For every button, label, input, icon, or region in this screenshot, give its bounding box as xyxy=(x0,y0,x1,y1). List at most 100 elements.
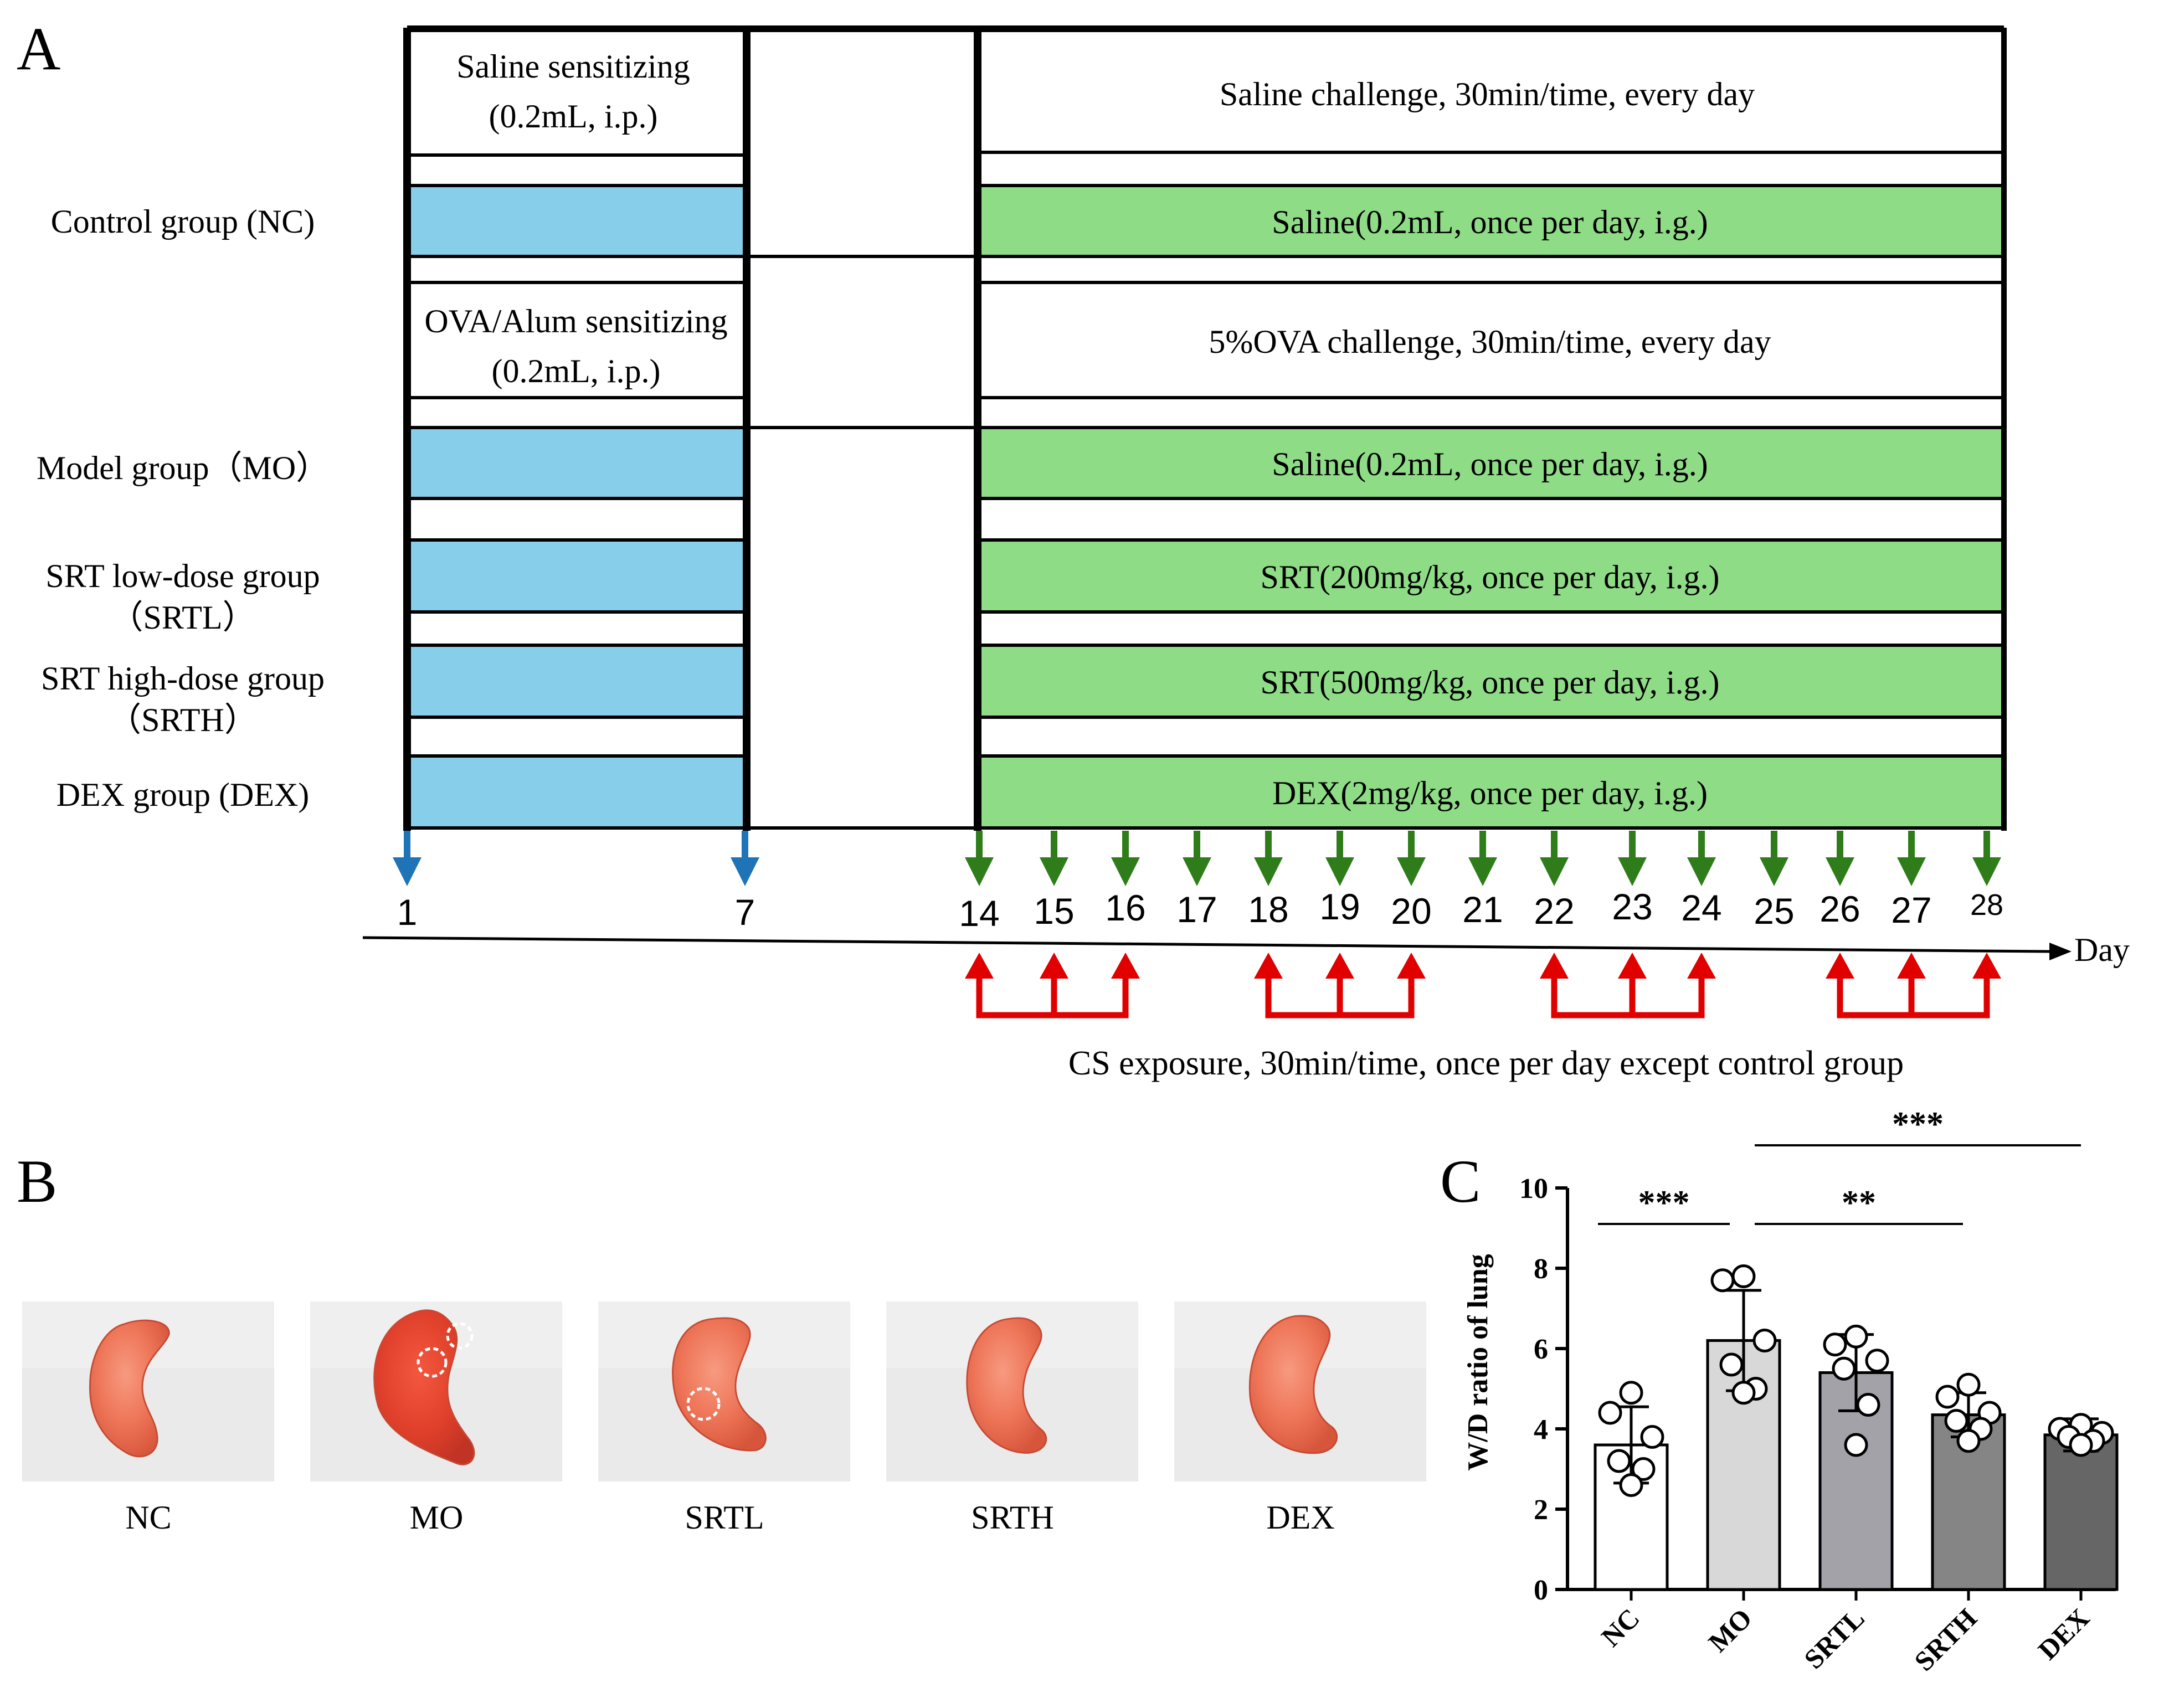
group-label-srth: SRT high-dose group xyxy=(41,660,325,697)
ova-sensitizing-line1: OVA/Alum sensitizing xyxy=(424,303,727,339)
group-label-dex: DEX group (DEX) xyxy=(56,776,310,813)
data-point-nc xyxy=(1631,1457,1656,1481)
day-label-26: 26 xyxy=(1820,888,1860,929)
day-arrows xyxy=(393,831,2001,886)
group-label-srth: （SRTH） xyxy=(108,702,258,738)
panel-a: A Saline sensitizing (0.2mL, i.p.) Salin… xyxy=(17,15,2130,1082)
treatment-arrow-day-28 xyxy=(1972,831,2001,886)
day-label-18: 18 xyxy=(1248,889,1288,930)
day-label-16: 16 xyxy=(1105,887,1145,928)
y-axis-title: W/D ratio of lung xyxy=(1462,1254,1494,1470)
lung-tissue xyxy=(1248,1315,1338,1454)
lung-photo-srth xyxy=(886,1301,1138,1481)
sensitization-bar-srtl xyxy=(407,540,747,612)
data-point-dex xyxy=(2069,1433,2093,1457)
x-tick-label-mo: MO xyxy=(1702,1602,1757,1658)
y-tick-label: 10 xyxy=(1519,1173,1548,1205)
saline-challenge-text: Saline challenge, 30min/time, every day xyxy=(1220,76,1755,112)
sensitization-arrow-day-1 xyxy=(393,831,422,886)
day-axis-label: Day xyxy=(2074,932,2130,968)
treatment-arrow-day-27 xyxy=(1897,831,1926,886)
group-label-mo: Model group（MO） xyxy=(37,450,329,486)
data-point-mo xyxy=(1731,1264,1756,1288)
treatment-arrow-day-17 xyxy=(1183,831,1211,886)
data-point-mo xyxy=(1731,1381,1756,1405)
data-point-srtl xyxy=(1844,1433,1868,1457)
x-tick-label-srth: SRTH xyxy=(1908,1602,1983,1677)
cs-exposure-bracket-3 xyxy=(1540,953,1716,1018)
data-point-srtl xyxy=(1844,1324,1868,1349)
day-label-22: 22 xyxy=(1534,891,1574,932)
day-label-21: 21 xyxy=(1462,889,1503,930)
treatment-arrow-day-14 xyxy=(965,831,994,886)
bar-dex xyxy=(2043,1433,2119,1591)
data-point-nc xyxy=(1598,1401,1622,1425)
photo-label-dex: DEX xyxy=(1266,1499,1334,1536)
x-tick-label-dex: DEX xyxy=(2032,1602,2095,1665)
data-point-nc xyxy=(1640,1425,1664,1449)
data-point-nc xyxy=(1619,1381,1643,1405)
data-point-srth xyxy=(1956,1429,1981,1453)
lesion-marker xyxy=(446,1322,474,1350)
treatment-arrow-day-23 xyxy=(1618,831,1647,886)
panel-a-label: A xyxy=(17,15,60,83)
treatment-bar-srtl xyxy=(978,540,2004,612)
treatment-bar-srth xyxy=(978,645,2004,717)
group-label-srtl: （SRTL） xyxy=(110,599,255,636)
cs-exposure-text: CS exposure, 30min/time, once per day ex… xyxy=(1068,1045,1904,1082)
saline-sensitizing-line1: Saline sensitizing xyxy=(456,48,690,85)
lung-photo-srtl xyxy=(598,1301,850,1481)
day-label-25: 25 xyxy=(1754,891,1794,932)
sensitization-bar-srth xyxy=(407,645,747,717)
cs-exposure-arrows xyxy=(965,953,2001,1018)
significance-label: *** xyxy=(1638,1184,1690,1222)
timeline-bars xyxy=(407,186,2004,828)
treatment-text-nc: Saline(0.2mL, once per day, i.g.) xyxy=(1272,204,1708,240)
day-label-15: 15 xyxy=(1034,891,1074,932)
treatment-text-srtl: SRT(200mg/kg, once per day, i.g.) xyxy=(1260,559,1719,595)
day-label-20: 20 xyxy=(1391,891,1431,932)
treatment-text-srth: SRT(500mg/kg, once per day, i.g.) xyxy=(1260,664,1719,701)
cs-exposure-bracket-2 xyxy=(1254,953,1426,1018)
lung-photo-mo xyxy=(310,1301,562,1481)
treatment-text-mo: Saline(0.2mL, once per day, i.g.) xyxy=(1272,446,1708,482)
y-tick-label: 2 xyxy=(1534,1494,1548,1526)
day-label-28: 28 xyxy=(1970,888,2003,922)
day-label-7: 7 xyxy=(735,892,755,933)
panel-c-label: C xyxy=(1440,1148,1481,1215)
sensitization-arrow-day-7 xyxy=(731,831,759,886)
treatment-arrow-day-15 xyxy=(1040,831,1068,886)
y-tick-label: 8 xyxy=(1534,1253,1548,1285)
cs-exposure-bracket-1 xyxy=(965,953,1140,1018)
ova-sensitizing-line2: (0.2mL, i.p.) xyxy=(492,353,661,389)
cs-exposure-bracket-4 xyxy=(1826,953,2001,1018)
saline-sensitizing-line2: (0.2mL, i.p.) xyxy=(489,98,658,135)
day-label-24: 24 xyxy=(1681,887,1721,928)
photo-label-srtl: SRTL xyxy=(685,1499,764,1536)
treatment-texts: Saline(0.2mL, once per day, i.g.) Saline(… xyxy=(1260,204,1719,811)
x-tick-label-nc: NC xyxy=(1595,1602,1646,1653)
treatment-bar-nc xyxy=(978,186,2004,256)
lung-tissue xyxy=(672,1317,767,1452)
group-label-nc: Control group (NC) xyxy=(51,203,315,240)
group-labels: Control group (NC)Model group（MO）SRT low… xyxy=(37,203,329,813)
significance-label: ** xyxy=(1842,1184,1876,1222)
treatment-arrow-day-20 xyxy=(1397,831,1426,886)
treatment-arrow-day-25 xyxy=(1760,831,1788,886)
data-point-nc xyxy=(1619,1473,1643,1497)
day-axis xyxy=(362,936,2072,960)
y-tick-label: 4 xyxy=(1534,1414,1548,1445)
x-tick-label-srtl: SRTL xyxy=(1798,1602,1870,1675)
data-point-srtl xyxy=(1823,1333,1847,1357)
day-label-1: 1 xyxy=(397,892,418,933)
lesion-marker xyxy=(686,1387,721,1421)
lung-photo-nc xyxy=(22,1301,274,1481)
data-point-srth xyxy=(1956,1372,1981,1397)
treatment-text-dex: DEX(2mg/kg, once per day, i.g.) xyxy=(1272,775,1708,811)
sensitization-bar-mo xyxy=(407,428,747,498)
data-point-mo xyxy=(1710,1268,1735,1293)
